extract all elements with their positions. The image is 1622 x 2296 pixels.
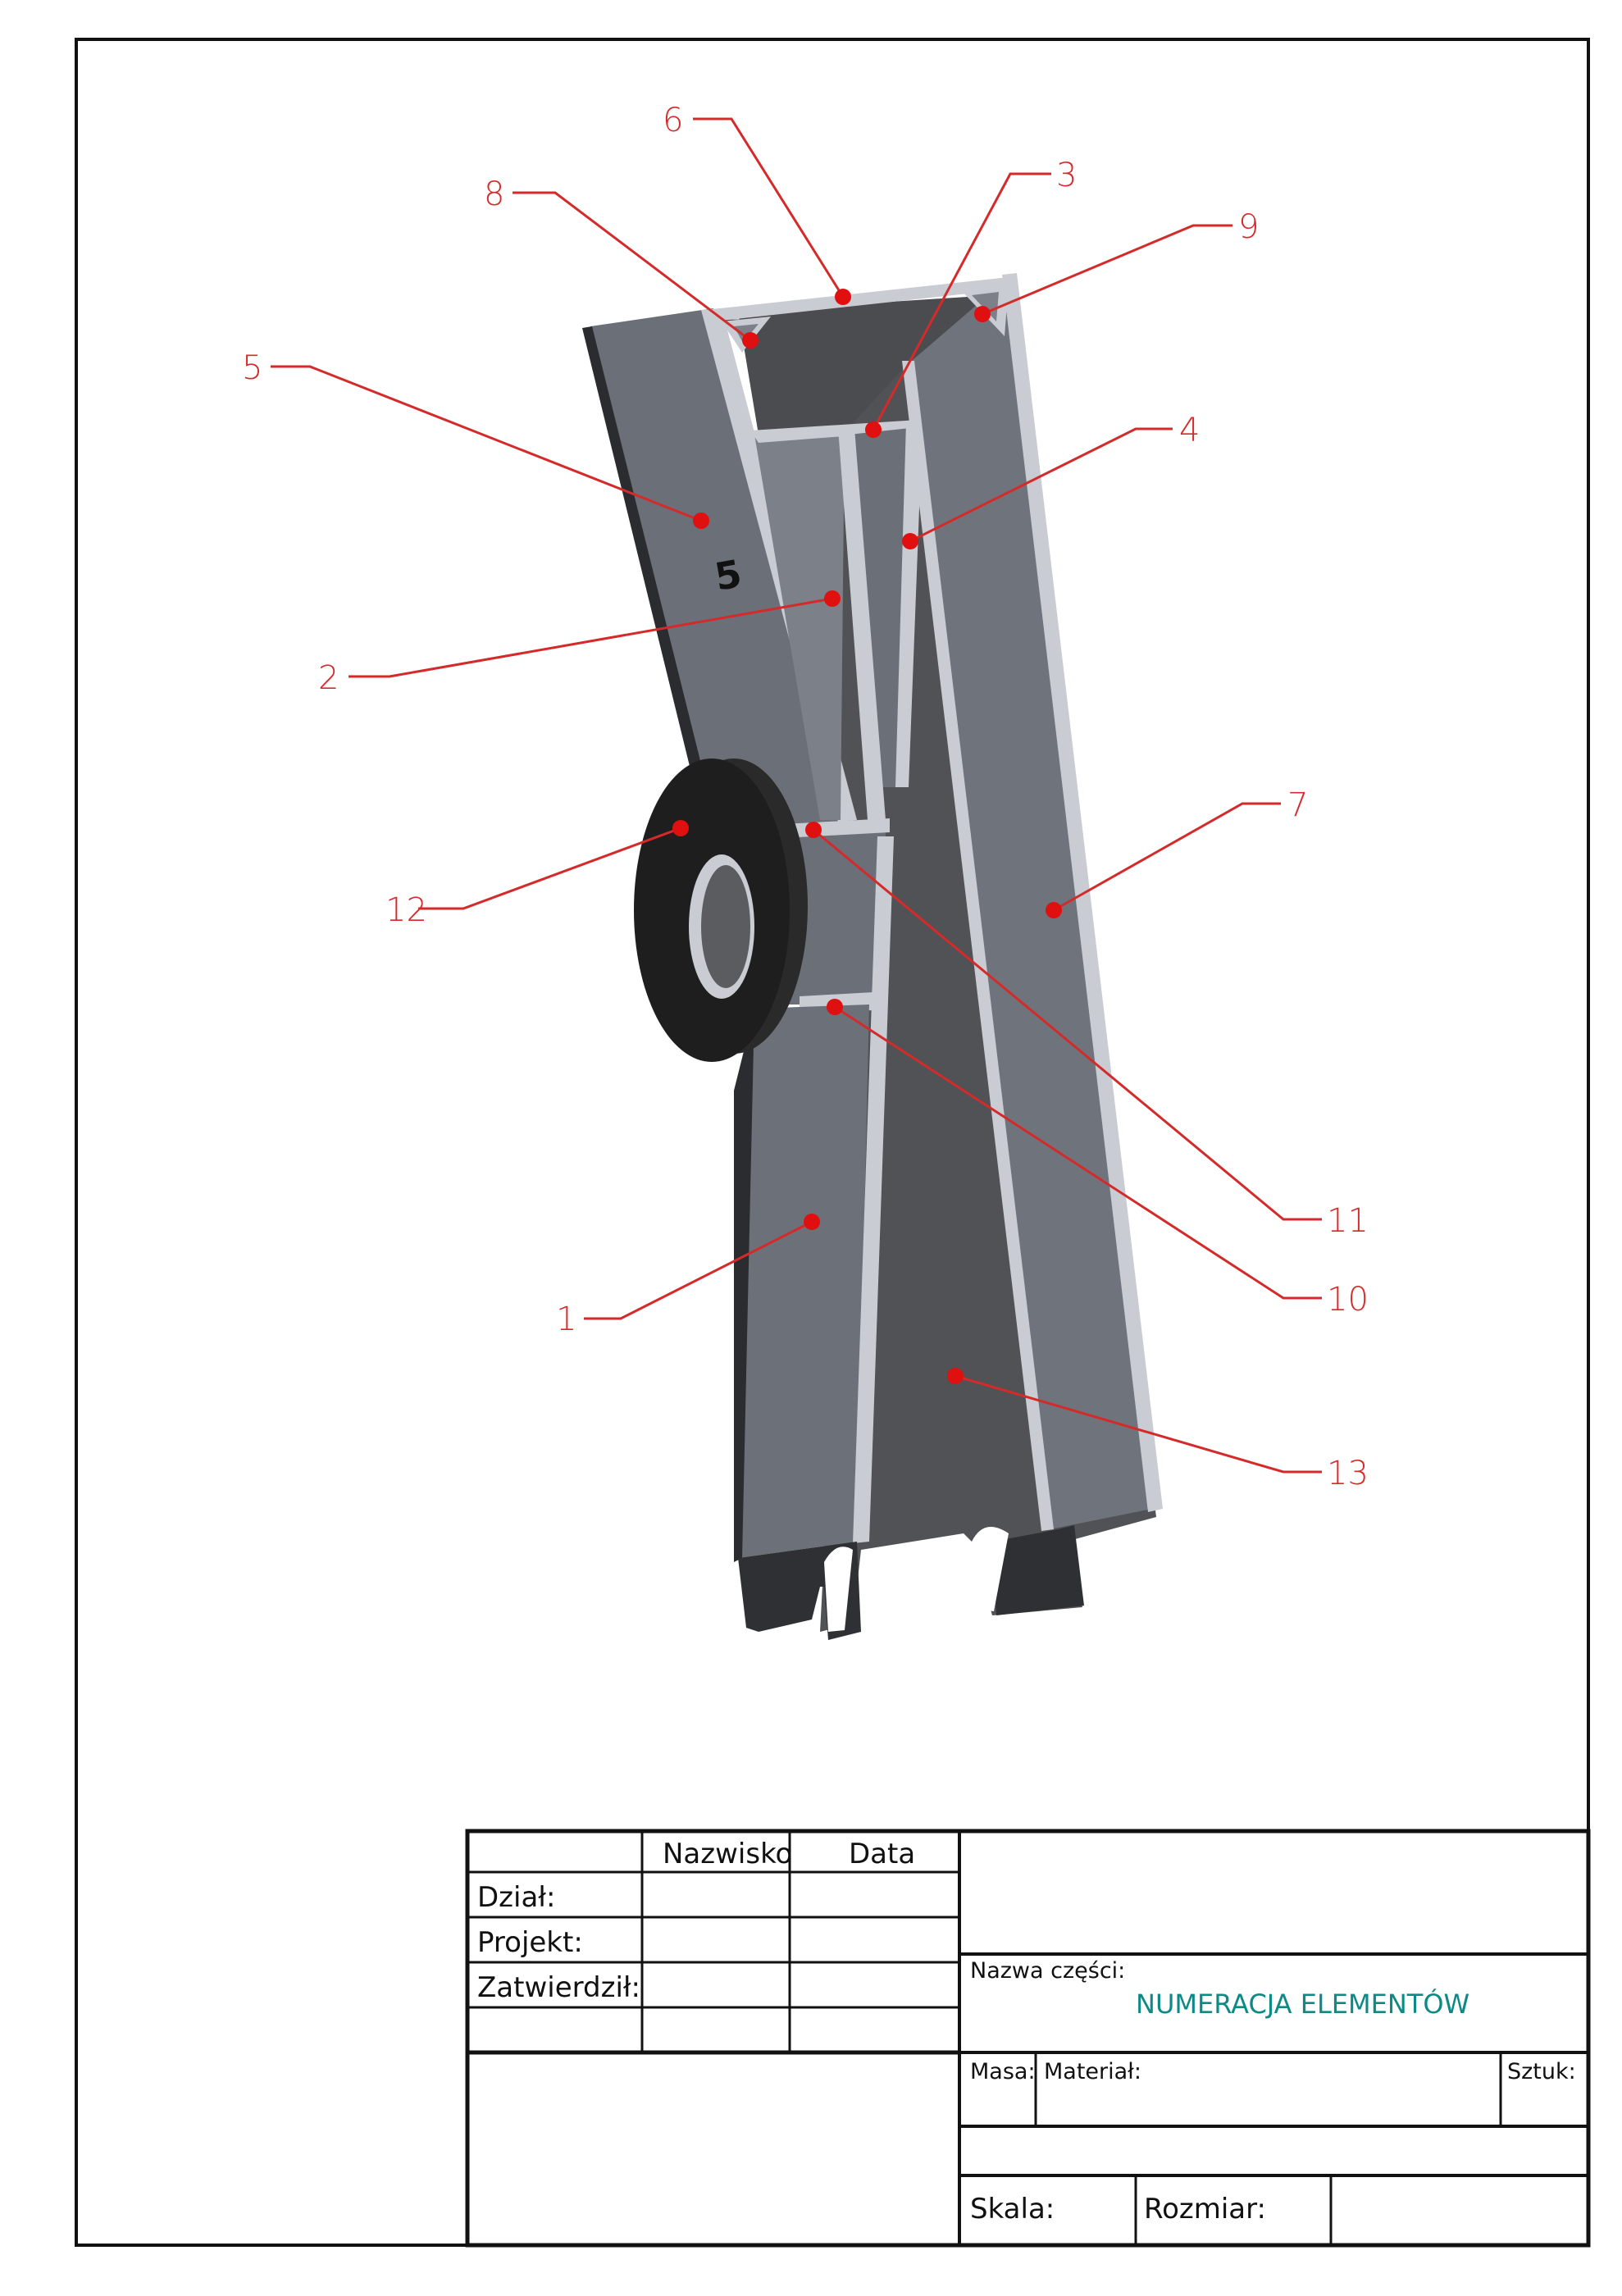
col-date: Data [849, 1838, 915, 1870]
dot-11 [805, 822, 822, 838]
callout-2: 2 [318, 659, 339, 697]
callout-4: 4 [1179, 412, 1200, 449]
dot-2 [824, 590, 841, 607]
callout-3: 3 [1056, 157, 1077, 194]
base-right [992, 1525, 1084, 1615]
callout-11: 11 [1327, 1202, 1369, 1240]
callout-12: 12 [385, 891, 427, 929]
dot-4 [902, 533, 918, 549]
title-block-text: Nazwisko Data Dział: Projekt: Zatwierdzi… [477, 1838, 1576, 2225]
strip-1-right [853, 836, 894, 1543]
dot-10 [827, 999, 843, 1015]
title-block [465, 1829, 1591, 2248]
callout-1: 1 [556, 1301, 576, 1338]
callout-5: 5 [242, 349, 262, 387]
plate-1-edge [734, 1009, 754, 1562]
leader-8 [513, 191, 751, 342]
mass-label: Masa: [970, 2059, 1036, 2084]
base-right-notch [972, 1527, 1009, 1611]
leader-7 [1053, 802, 1281, 912]
material-label: Materiał: [1044, 2059, 1141, 2084]
leader-9 [982, 224, 1232, 316]
leader-12 [418, 827, 681, 910]
dot-13 [947, 1368, 964, 1384]
dot-5 [693, 512, 709, 529]
plate-5 [590, 308, 853, 836]
dot-7 [1046, 902, 1062, 918]
plate-5-edge [582, 326, 719, 836]
cavity-top [738, 295, 992, 459]
dot-3 [865, 421, 882, 438]
row-project: Projekt: [477, 1926, 583, 1959]
plate-1 [738, 1004, 869, 1558]
dot-8 [742, 332, 759, 348]
strip-7-inner [902, 361, 1054, 1531]
plate-7 [912, 279, 1152, 1529]
callout-7: 7 [1287, 786, 1308, 824]
strip-4 [895, 422, 923, 787]
dot-1 [804, 1214, 820, 1230]
part-model: 5 [582, 273, 1163, 1640]
leader-11 [813, 828, 1322, 1221]
callouts: 1 2 3 4 5 6 7 8 9 10 [242, 102, 1369, 1492]
dot-9 [974, 306, 991, 322]
dot-6 [835, 289, 851, 305]
callout-9: 9 [1238, 208, 1259, 246]
row-department: Dział: [477, 1881, 555, 1914]
leader-6 [693, 117, 845, 298]
base-notch [824, 1547, 853, 1632]
strip-middle [838, 428, 886, 820]
part-name-value: NUMERACJA ELEMENTÓW [1136, 1988, 1469, 2020]
size-label: Rozmiar: [1144, 2193, 1266, 2225]
leader-5 [271, 365, 702, 522]
part-name-label: Nazwa części: [970, 1958, 1125, 1984]
row-approved: Zatwierdził: [477, 1971, 640, 2004]
leader-10 [834, 1005, 1322, 1300]
quantity-label: Sztuk: [1507, 2059, 1576, 2084]
callout-8: 8 [484, 175, 504, 213]
callout-10: 10 [1327, 1281, 1369, 1319]
plate-2 [754, 426, 845, 820]
leader-13 [955, 1374, 1322, 1474]
col-surname: Nazwisko [663, 1838, 792, 1870]
leader-2 [349, 597, 833, 678]
leader-3 [872, 172, 1051, 430]
strip-6 [705, 277, 1013, 321]
leader-1 [584, 1220, 813, 1320]
hub-block [787, 832, 886, 1004]
scale-label: Skala: [970, 2193, 1055, 2225]
washer-12-bore [701, 865, 750, 988]
callout-6: 6 [663, 102, 683, 139]
plate-4 [849, 428, 910, 787]
callout-13: 13 [1327, 1455, 1369, 1492]
leader-4 [909, 427, 1173, 543]
title-block-border [465, 1829, 1591, 2248]
dot-12 [672, 820, 689, 836]
